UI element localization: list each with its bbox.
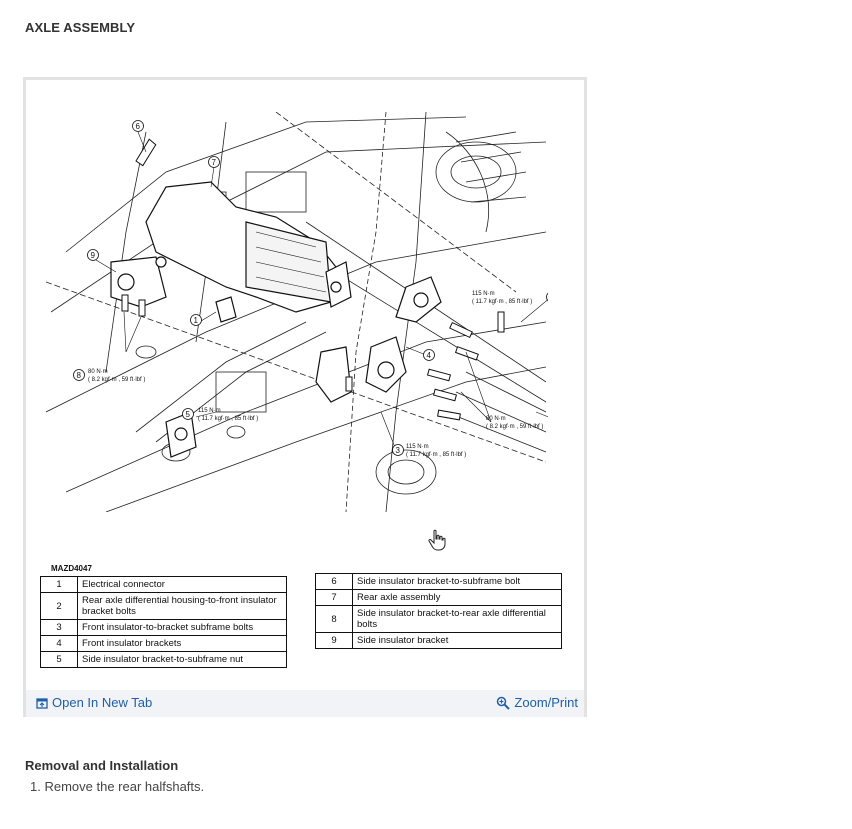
torque-5-line2: ( 11.7 kgf·m , 85 ft·lbf ) [198,416,258,422]
callout-3-bottom: 3 [396,446,401,455]
section-title: AXLE ASSEMBLY [25,20,136,35]
legend-desc: Rear axle assembly [352,589,562,606]
callout-6: 6 [136,122,141,131]
open-in-new-tab-label: Open In New Tab [52,695,153,710]
legend-desc: Side insulator bracket-to-rear axle diff… [352,605,562,633]
legend-num: 1 [40,576,78,593]
torque-3-right-line1: 115 N·m [472,291,495,297]
callout-5: 5 [186,410,191,419]
legend-num: 9 [315,632,353,649]
legend-desc: Electrical connector [77,576,287,593]
legend-num: 2 [40,592,78,620]
legend-desc: Side insulator bracket-to-subframe nut [77,651,287,668]
legend-num: 4 [40,635,78,652]
zoom-icon [497,696,511,710]
torque-3-bottom-line1: 115 N·m [406,444,429,450]
open-tab-icon [36,697,48,709]
torque-5-line1: 115 N·m [198,408,221,414]
removal-installation-heading: Removal and Installation [25,758,179,773]
legend-desc: Rear axle differential housing-to-front … [77,592,287,620]
legend-desc: Side insulator bracket-to-subframe bolt [352,573,562,590]
callout-7: 7 [212,158,217,167]
hand-cursor-icon [428,529,446,551]
legend-num: 6 [315,573,353,590]
figure-code: MAZD4047 [51,564,92,573]
figure-frame: 6 7 9 1 3 4 8 5 2 3 80 N·m ( 8.2 kgf·m ,… [23,77,587,717]
legend-num: 3 [40,619,78,636]
open-in-new-tab-link[interactable]: Open In New Tab [36,695,152,710]
legend-desc: Side insulator bracket [352,632,562,649]
zoom-print-link[interactable]: Zoom/Print [496,695,578,710]
torque-bottom-right-line1: 80 N·m [486,416,506,422]
legend-num: 5 [40,651,78,668]
legend-desc: Front insulator-to-bracket subframe bolt… [77,619,287,636]
axle-assembly-diagram: 6 7 9 1 3 4 8 5 2 3 80 N·m ( 8.2 kgf·m ,… [46,112,548,512]
callout-8: 8 [77,371,82,380]
torque-8-line2: ( 8.2 kgf·m , 59 ft·lbf ) [88,377,145,383]
torque-bottom-right-line2: ( 8.2 kgf·m , 59 ft·lbf ) [486,424,543,430]
figure-footer: Open In New Tab Zoom/Print [26,690,584,717]
callout-1: 1 [194,316,199,325]
callout-9: 9 [91,251,96,260]
torque-8-line1: 80 N·m [88,369,108,375]
step-1: 1. Remove the rear halfshafts. [30,779,205,794]
zoom-print-label: Zoom/Print [514,695,578,710]
callout-4: 4 [427,351,432,360]
legend-desc: Front insulator brackets [77,635,287,652]
legend-num: 7 [315,589,353,606]
torque-3-bottom-line2: ( 11.7 kgf·m , 85 ft·lbf ) [406,452,466,458]
legend-num: 8 [315,605,353,633]
torque-3-right-line2: ( 11.7 kgf·m , 85 ft·lbf ) [472,299,532,305]
